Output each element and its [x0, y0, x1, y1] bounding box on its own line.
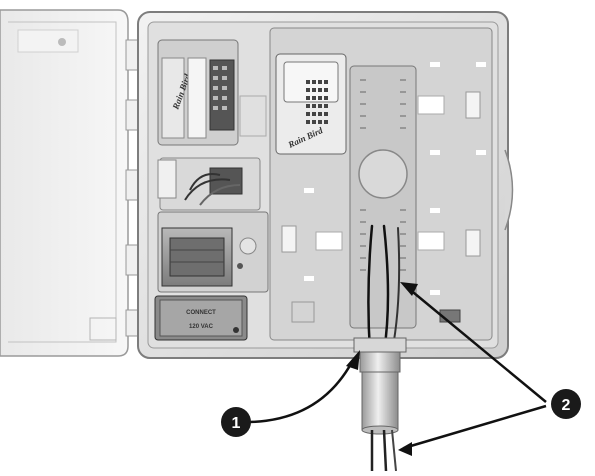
terminal-block [157, 157, 261, 211]
backplate: Rain Bird [269, 27, 493, 341]
open-door [0, 9, 129, 357]
callout-leaders [249, 287, 547, 450]
callout-1: 1 [221, 407, 251, 437]
connect-label: CONNECT [186, 310, 216, 316]
conduit [353, 337, 407, 472]
callout-2: 2 [551, 389, 581, 419]
top-left-module: Rain Bird [157, 39, 267, 146]
connect-cover: CONNECT 120 VAC [154, 295, 248, 341]
transformer [157, 211, 269, 293]
callout-2-number: 2 [562, 397, 571, 414]
callout-arrowheads [346, 282, 418, 456]
callout-1-number: 1 [232, 415, 241, 432]
voltage-label: 120 VAC [189, 324, 214, 330]
